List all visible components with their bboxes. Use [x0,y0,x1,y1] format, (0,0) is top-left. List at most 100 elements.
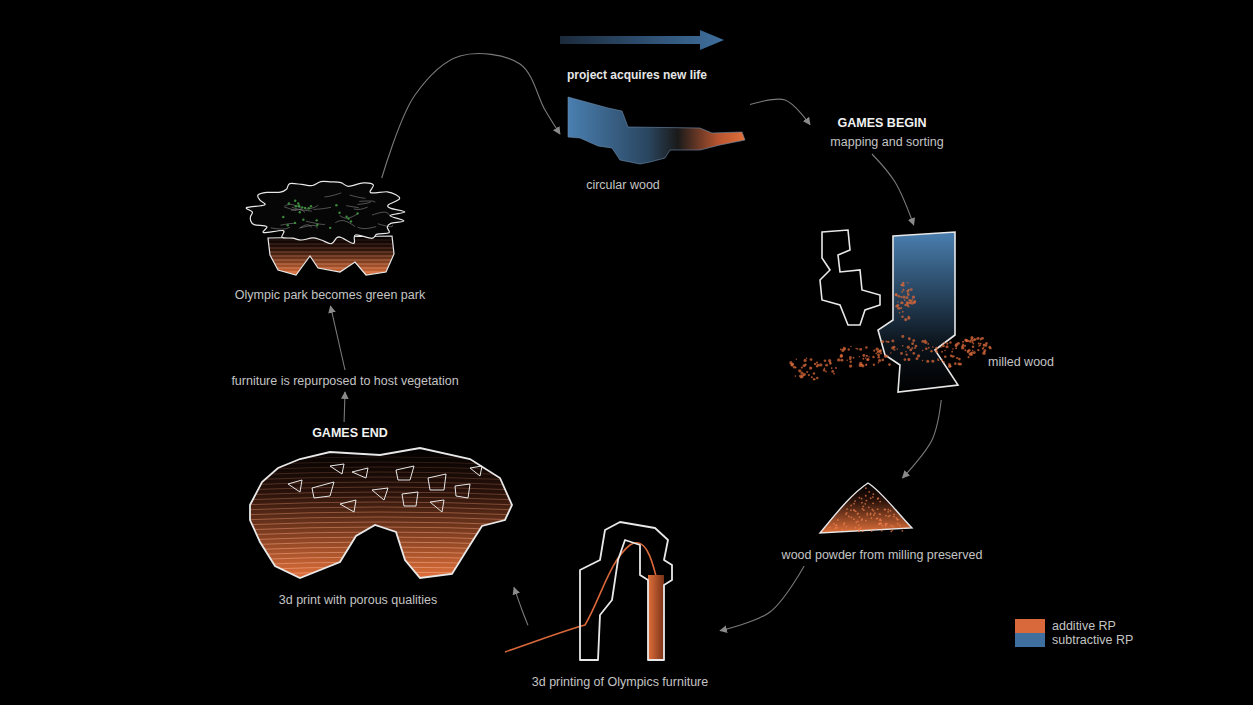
powder-dot [862,358,864,360]
powder-dot [859,497,861,499]
powder-dot [855,527,857,529]
powder-dot [810,358,813,361]
powder-dot [944,355,947,358]
powder-dot [866,514,868,516]
powder-dot [885,525,887,527]
powder-dot [969,352,972,355]
powder-dot [922,350,924,352]
powder-dot [964,338,967,341]
powder-dot [968,349,971,352]
powder-dot [796,359,797,360]
robot-arm [505,522,672,660]
foliage-stroke [359,201,375,202]
powder-dot [811,376,813,378]
powder-dot [955,347,957,349]
powder-dot [841,349,844,352]
powder-dot [873,350,875,352]
stage-caption: furniture is repurposed to host vegetati… [231,374,458,389]
powder-dot [880,520,882,522]
powder-dot [968,356,970,358]
powder-dot [862,508,864,510]
powder-dot [840,355,843,358]
foliage-stroke [350,195,366,198]
foliage-stroke [357,202,370,204]
powder-dot [845,526,847,528]
powder-dot [866,358,869,361]
contour-line [240,542,520,545]
powder-dot [870,512,872,514]
powder-dot [879,513,881,515]
contour-line [262,252,398,253]
contour-line [240,552,520,555]
foliage-stroke [271,227,290,229]
foliage-dot [350,220,352,222]
powder-dot [882,525,884,527]
contour-line [262,276,398,277]
powder-dot [808,374,810,376]
powder-dot [873,514,875,516]
powder-dot [798,369,801,372]
flow-arrow [331,306,346,370]
powder-dot [912,339,915,342]
contour-line [262,268,398,269]
powder-dot [795,375,797,377]
powder-dot [840,349,842,351]
contour-line [240,477,520,480]
powder-dot [980,343,982,345]
powder-dot [790,363,793,366]
powder-dot [902,295,905,298]
powder-dot [855,348,856,349]
powder-dot [902,302,904,304]
powder-dot [927,343,929,345]
powder-dot [863,509,865,511]
powder-dot [867,358,870,361]
powder-dot [897,301,898,302]
powder-dot [861,518,863,520]
powder-dot [881,340,884,343]
powder-dot [972,350,974,352]
powder-dot [877,498,879,500]
foliage-dot [288,202,290,204]
powder-dot [866,512,868,514]
powder-dot [868,356,870,358]
powder-dot [872,502,874,504]
powder-dot [813,372,816,375]
powder-dot [985,344,988,347]
powder-dot [988,346,991,349]
powder-dot [833,523,835,525]
legend-text: subtractive RP [1052,633,1133,648]
powder-dot [803,364,806,367]
powder-dot [857,520,859,522]
powder-dot [902,311,904,313]
powder-dot [835,525,837,527]
powder-dot [940,347,941,348]
powder-dot [906,302,909,305]
powder-dot [941,351,943,353]
powder-dot [841,529,843,531]
powder-dot [898,295,901,298]
powder-dot [825,364,828,367]
flow-arrow [720,566,804,631]
foliage-dot [316,224,318,226]
powder-dot [829,526,831,528]
powder-dot [813,378,815,380]
powder-dot [900,284,903,287]
powder-dot [897,523,899,525]
powder-dot [969,340,972,343]
powder-dot [932,346,934,348]
powder-dot [865,364,867,366]
powder-dot [903,527,905,529]
powder-dot [857,348,859,350]
foliage-stroke [285,204,302,208]
stage-caption: circular wood [586,178,660,193]
powder-dot [972,338,973,339]
powder-dot [858,524,860,526]
foliage-dot [294,200,296,202]
foliage-dot [287,224,289,226]
powder-dot [816,364,819,367]
contour-line [240,457,520,460]
